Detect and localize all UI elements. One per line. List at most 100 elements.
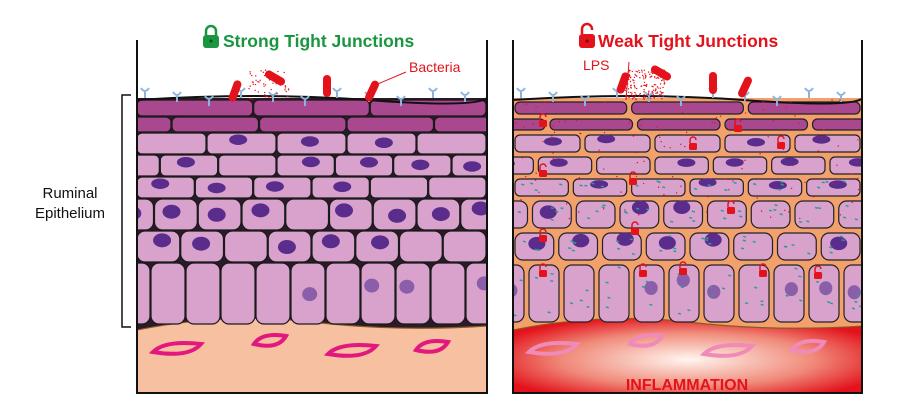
blood-vessel — [699, 343, 756, 358]
lps-particle — [663, 77, 665, 80]
lps-particle — [663, 74, 665, 77]
open-junction-lock-icon — [734, 118, 742, 132]
lps-particle — [656, 91, 659, 93]
teal-marker — [559, 183, 564, 186]
epithelial-cell — [514, 101, 628, 115]
lps-particle — [632, 97, 634, 99]
teal-marker — [828, 246, 834, 249]
receptor-icon — [772, 95, 782, 106]
teal-marker — [829, 251, 834, 255]
teal-marker — [842, 216, 848, 219]
teal-marker — [845, 204, 850, 208]
nucleus — [830, 236, 848, 251]
lps-particle — [633, 82, 635, 84]
lps-particle — [645, 94, 648, 97]
lps-particle — [788, 211, 790, 213]
receptor-icon — [516, 87, 526, 98]
teal-marker — [673, 250, 678, 253]
left-panel-healthy — [90, 69, 487, 393]
nucleus — [784, 282, 798, 297]
lps-particle — [652, 69, 654, 72]
teal-marker — [777, 188, 783, 191]
lps-particle — [675, 192, 678, 194]
nucleus — [371, 235, 390, 250]
lps-particle — [790, 187, 793, 189]
teal-marker — [816, 186, 822, 189]
nucleus — [399, 279, 415, 294]
lps-particle — [656, 126, 658, 128]
receptor-icon — [268, 91, 278, 102]
teal-marker — [547, 311, 552, 314]
lps-particle — [663, 76, 665, 79]
lps-particle — [728, 189, 730, 191]
nucleus — [848, 158, 862, 167]
lps-particle — [857, 139, 859, 141]
lps-particle — [647, 92, 650, 94]
teal-marker — [600, 185, 606, 188]
lps-particle — [252, 83, 255, 86]
nucleus — [153, 233, 172, 248]
lps-particle — [707, 196, 709, 198]
lps-particle — [270, 88, 272, 91]
nucleus — [780, 157, 799, 167]
teal-marker — [798, 275, 803, 278]
bacterium — [709, 72, 717, 94]
lps-particle — [633, 76, 636, 79]
teal-marker — [821, 181, 826, 184]
teal-marker — [534, 189, 539, 192]
right-panel-frame — [512, 40, 863, 394]
nucleus — [90, 135, 108, 146]
lps-particle — [857, 177, 859, 179]
bacteria-pointer — [372, 71, 407, 87]
teal-marker — [586, 305, 591, 309]
lps-particle — [652, 92, 654, 94]
teal-marker — [569, 302, 575, 305]
lps-particle — [647, 97, 649, 99]
teal-marker — [893, 189, 897, 190]
nucleus — [880, 180, 898, 189]
connective-tissue — [138, 317, 487, 393]
teal-marker — [602, 204, 607, 207]
lps-particle — [630, 84, 632, 87]
lps-particle — [624, 89, 626, 92]
epithelial-cell — [689, 178, 744, 197]
lps-particle — [602, 112, 605, 114]
lock-closed-icon — [203, 24, 219, 48]
lock-body — [759, 270, 767, 277]
lock-body — [679, 268, 687, 275]
epithelial-cell — [428, 176, 487, 199]
nucleus — [151, 178, 170, 189]
lps-particle — [651, 72, 654, 75]
lps-particle — [638, 69, 640, 72]
teal-marker — [595, 210, 600, 213]
side-label-line2: Epithelium — [35, 205, 105, 222]
teal-marker — [893, 275, 897, 276]
nucleus — [333, 181, 352, 192]
lps-particle — [266, 95, 268, 98]
lps-particle — [255, 79, 257, 82]
lps-particle — [636, 71, 639, 73]
epithelial-cell — [369, 176, 429, 199]
lps-particle — [663, 80, 665, 82]
lps-particle — [635, 98, 637, 101]
lps-particle — [656, 86, 659, 88]
lps-particle — [257, 91, 259, 93]
epithelial-cell — [346, 116, 435, 133]
epithelial-cell — [528, 264, 560, 323]
lps-particle — [578, 211, 580, 213]
lps-particle — [857, 188, 860, 191]
lock-shackle — [539, 163, 547, 170]
lps-particle — [650, 71, 653, 73]
nucleus — [251, 203, 270, 218]
epithelial-cell — [563, 264, 595, 323]
epithelial-cell — [150, 262, 186, 325]
teal-marker — [629, 238, 635, 241]
teal-marker — [641, 285, 647, 289]
lps-particle — [813, 196, 815, 198]
lps-particle — [647, 93, 650, 96]
nucleus — [265, 181, 284, 192]
lps-particle — [625, 75, 627, 78]
lps-particle — [520, 199, 522, 201]
nucleus — [812, 135, 831, 144]
teal-marker — [891, 252, 895, 253]
